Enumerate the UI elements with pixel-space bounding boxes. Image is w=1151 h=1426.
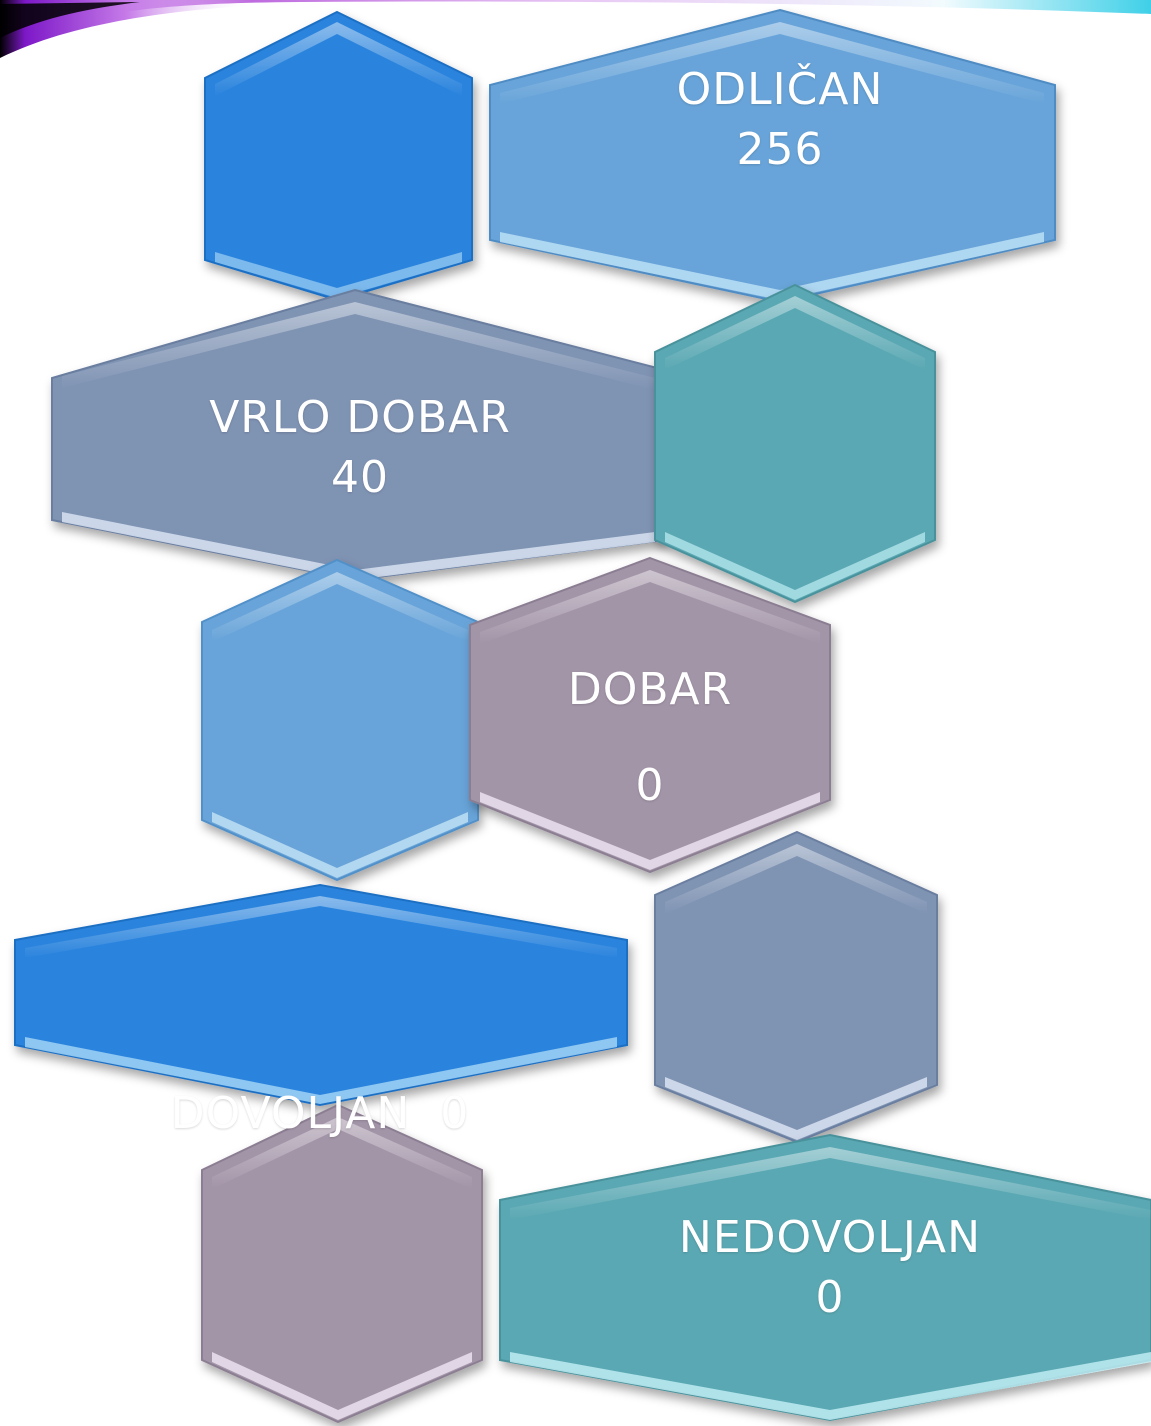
grade-count-vrlo-dobar: 40 xyxy=(331,452,389,503)
label-odlican: ODLIČAN 256 xyxy=(560,60,1000,180)
hex-small-blue-1 xyxy=(204,10,473,302)
grade-name-dovoljan: DOVOLJAN 0 xyxy=(170,1088,470,1139)
grade-name-odlican: ODLIČAN xyxy=(676,64,884,115)
grade-name-nedovoljan: NEDOVOLJAN xyxy=(678,1212,982,1263)
label-nedovoljan: NEDOVOLJAN 0 xyxy=(610,1208,1050,1328)
label-vrlo-dobar: VRLO DOBAR 40 xyxy=(140,388,580,508)
label-dobar: DOBAR 0 xyxy=(520,642,780,834)
grade-count-nedovoljan: 0 xyxy=(815,1272,845,1323)
label-dovoljan: DOVOLJAN 0 xyxy=(60,964,580,1264)
hex-dobar xyxy=(469,556,831,874)
hex-small-slate xyxy=(654,830,938,1144)
hex-dovoljan xyxy=(14,883,628,1107)
top-ribbon xyxy=(0,0,1151,58)
grade-name-dobar: DOBAR xyxy=(567,664,733,715)
grade-count-dobar: 0 xyxy=(635,760,665,811)
hex-small-blue-2 xyxy=(201,558,479,882)
hex-small-teal xyxy=(654,283,936,604)
grade-count-odlican: 256 xyxy=(736,124,824,175)
hex-nedovoljan xyxy=(499,1133,1151,1422)
grade-name-vrlo-dobar: VRLO DOBAR xyxy=(209,392,511,443)
hex-small-mauve xyxy=(201,1103,483,1424)
